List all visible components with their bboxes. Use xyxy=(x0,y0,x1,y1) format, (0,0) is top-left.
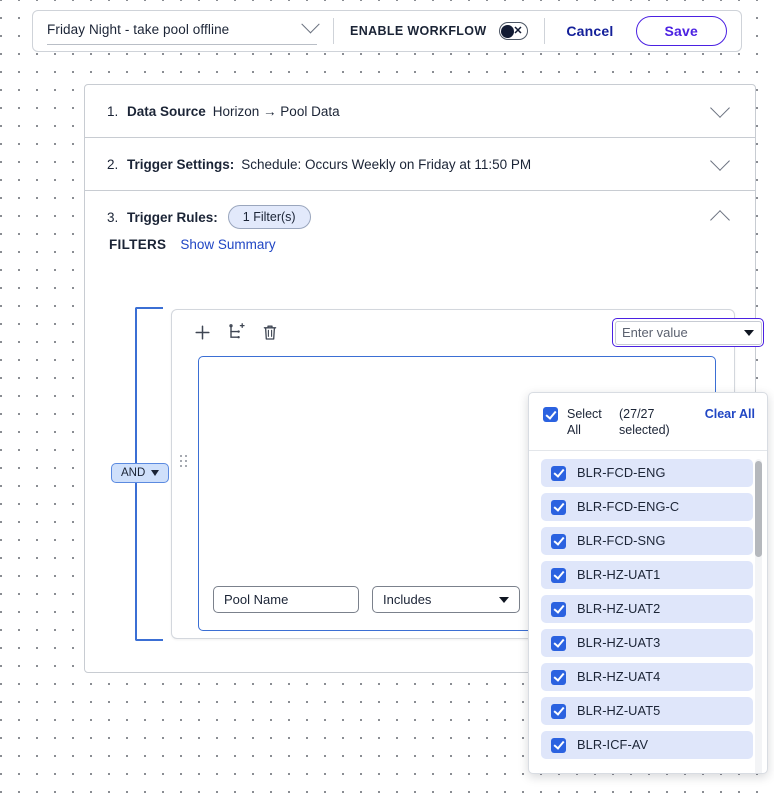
save-button[interactable]: Save xyxy=(635,16,727,46)
option-checkbox[interactable] xyxy=(551,737,566,753)
list-item[interactable]: BLR-HZ-UAT4 xyxy=(541,662,753,691)
filter-operator-label: Includes xyxy=(383,592,432,607)
filters-heading: FILTERS xyxy=(109,237,167,252)
section-title: Data Source xyxy=(127,103,206,119)
logic-operator-chip[interactable]: AND xyxy=(111,463,170,483)
chevron-down-icon[interactable] xyxy=(710,97,730,118)
chevron-down-icon xyxy=(301,15,320,34)
filter-value-placeholder: Enter value xyxy=(622,325,688,340)
list-item[interactable]: BLR-HZ-UAT2 xyxy=(541,594,753,623)
toolbar-divider-1 xyxy=(333,18,335,44)
option-checkbox[interactable] xyxy=(551,465,566,481)
dropdown-header-texts: Select All (27/27 selected) xyxy=(567,406,696,439)
section-number: 2. xyxy=(107,156,119,172)
selected-count-label: (27/27 selected) xyxy=(619,407,670,438)
list-item[interactable]: BLR-FCD-ENG xyxy=(541,458,753,487)
option-label: BLR-HZ-UAT4 xyxy=(577,669,661,684)
list-item[interactable]: BLR-FCD-ENG-C xyxy=(541,492,753,521)
plus-icon[interactable] xyxy=(192,322,212,342)
option-label: BLR-HZ-UAT5 xyxy=(577,703,661,718)
chevron-down-icon[interactable] xyxy=(710,150,730,171)
filter-value-select[interactable]: Enter value xyxy=(612,318,764,347)
option-label: BLR-FCD-SNG xyxy=(577,533,666,548)
filter-operator-select[interactable]: Includes xyxy=(372,586,520,613)
filter-group-toolbar xyxy=(172,310,734,342)
list-item[interactable]: BLR-HZ-UAT1 xyxy=(541,560,753,589)
section-number: 1. xyxy=(107,103,119,119)
dropdown-scrollbar-thumb[interactable] xyxy=(755,460,762,557)
list-item[interactable]: BLR-ICF-AV xyxy=(541,730,753,759)
option-checkbox[interactable] xyxy=(551,635,566,651)
option-label: BLR-HZ-UAT3 xyxy=(577,635,661,650)
list-item[interactable]: BLR-HZ-UAT3 xyxy=(541,628,753,657)
workflow-select-label: Friday Night - take pool offline xyxy=(47,21,230,37)
section-data-source[interactable]: 1. Data Source Horizon → Pool Data xyxy=(85,85,755,138)
section-value: Horizon → Pool Data xyxy=(212,103,340,119)
clear-all-link[interactable]: Clear All xyxy=(704,407,755,421)
filters-header: FILTERS Show Summary xyxy=(109,237,276,252)
enable-workflow-toggle[interactable]: ✕ xyxy=(498,22,528,40)
filter-count-badge[interactable]: 1 Filter(s) xyxy=(227,205,311,229)
section-title: Trigger Rules: xyxy=(127,209,218,225)
option-label: BLR-ICF-AV xyxy=(577,737,649,752)
dropdown-header: Select All (27/27 selected) Clear All xyxy=(529,393,767,451)
drag-handle-icon[interactable] xyxy=(180,455,190,468)
trash-icon[interactable] xyxy=(260,322,280,342)
select-all-label: Select All xyxy=(567,407,602,438)
section-title: Trigger Settings: xyxy=(127,156,235,172)
logic-operator-label: AND xyxy=(121,467,146,479)
cancel-button[interactable]: Cancel xyxy=(560,19,619,43)
dropdown-scrollbar[interactable] xyxy=(755,458,762,773)
option-label: BLR-HZ-UAT2 xyxy=(577,601,661,616)
option-checkbox[interactable] xyxy=(551,533,566,549)
option-checkbox[interactable] xyxy=(551,567,566,583)
option-checkbox[interactable] xyxy=(551,601,566,617)
option-checkbox[interactable] xyxy=(551,703,566,719)
option-label: BLR-HZ-UAT1 xyxy=(577,567,661,582)
section-trigger-settings[interactable]: 2. Trigger Settings: Schedule: Occurs We… xyxy=(85,138,755,191)
select-all-checkbox[interactable] xyxy=(543,407,558,422)
option-checkbox[interactable] xyxy=(551,669,566,685)
add-group-icon[interactable] xyxy=(226,322,246,342)
option-label: BLR-FCD-ENG-C xyxy=(577,499,680,514)
value-dropdown-panel: Select All (27/27 selected) Clear All BL… xyxy=(528,392,768,774)
caret-down-icon xyxy=(151,470,160,476)
caret-down-icon xyxy=(499,596,509,603)
toggle-knob xyxy=(501,24,515,38)
section-trigger-rules[interactable]: 3. Trigger Rules: 1 Filter(s) xyxy=(85,191,755,243)
toggle-off-x-icon: ✕ xyxy=(513,24,523,37)
show-summary-link[interactable]: Show Summary xyxy=(180,237,276,252)
list-item[interactable]: BLR-HZ-UAT5 xyxy=(541,696,753,725)
dropdown-option-list[interactable]: BLR-FCD-ENG BLR-FCD-ENG-C BLR-FCD-SNG BLR-H… xyxy=(529,451,767,773)
option-label: BLR-FCD-ENG xyxy=(577,465,666,480)
chevron-up-icon[interactable] xyxy=(710,210,730,230)
filter-field-label: Pool Name xyxy=(224,592,289,607)
filter-row-controls: Pool Name Includes xyxy=(213,586,520,613)
section-value: Schedule: Occurs Weekly on Friday at 11:… xyxy=(241,156,532,172)
toolbar-divider-2 xyxy=(543,18,545,44)
workflow-toolbar: Friday Night - take pool offline ENABLE … xyxy=(32,10,742,52)
enable-workflow-label: ENABLE WORKFLOW xyxy=(350,24,487,38)
workflow-select[interactable]: Friday Night - take pool offline xyxy=(47,15,320,45)
filter-field-select[interactable]: Pool Name xyxy=(213,586,359,613)
option-checkbox[interactable] xyxy=(551,499,566,515)
section-number: 3. xyxy=(107,209,119,225)
caret-down-icon xyxy=(744,329,754,336)
list-item[interactable]: BLR-FCD-SNG xyxy=(541,526,753,555)
